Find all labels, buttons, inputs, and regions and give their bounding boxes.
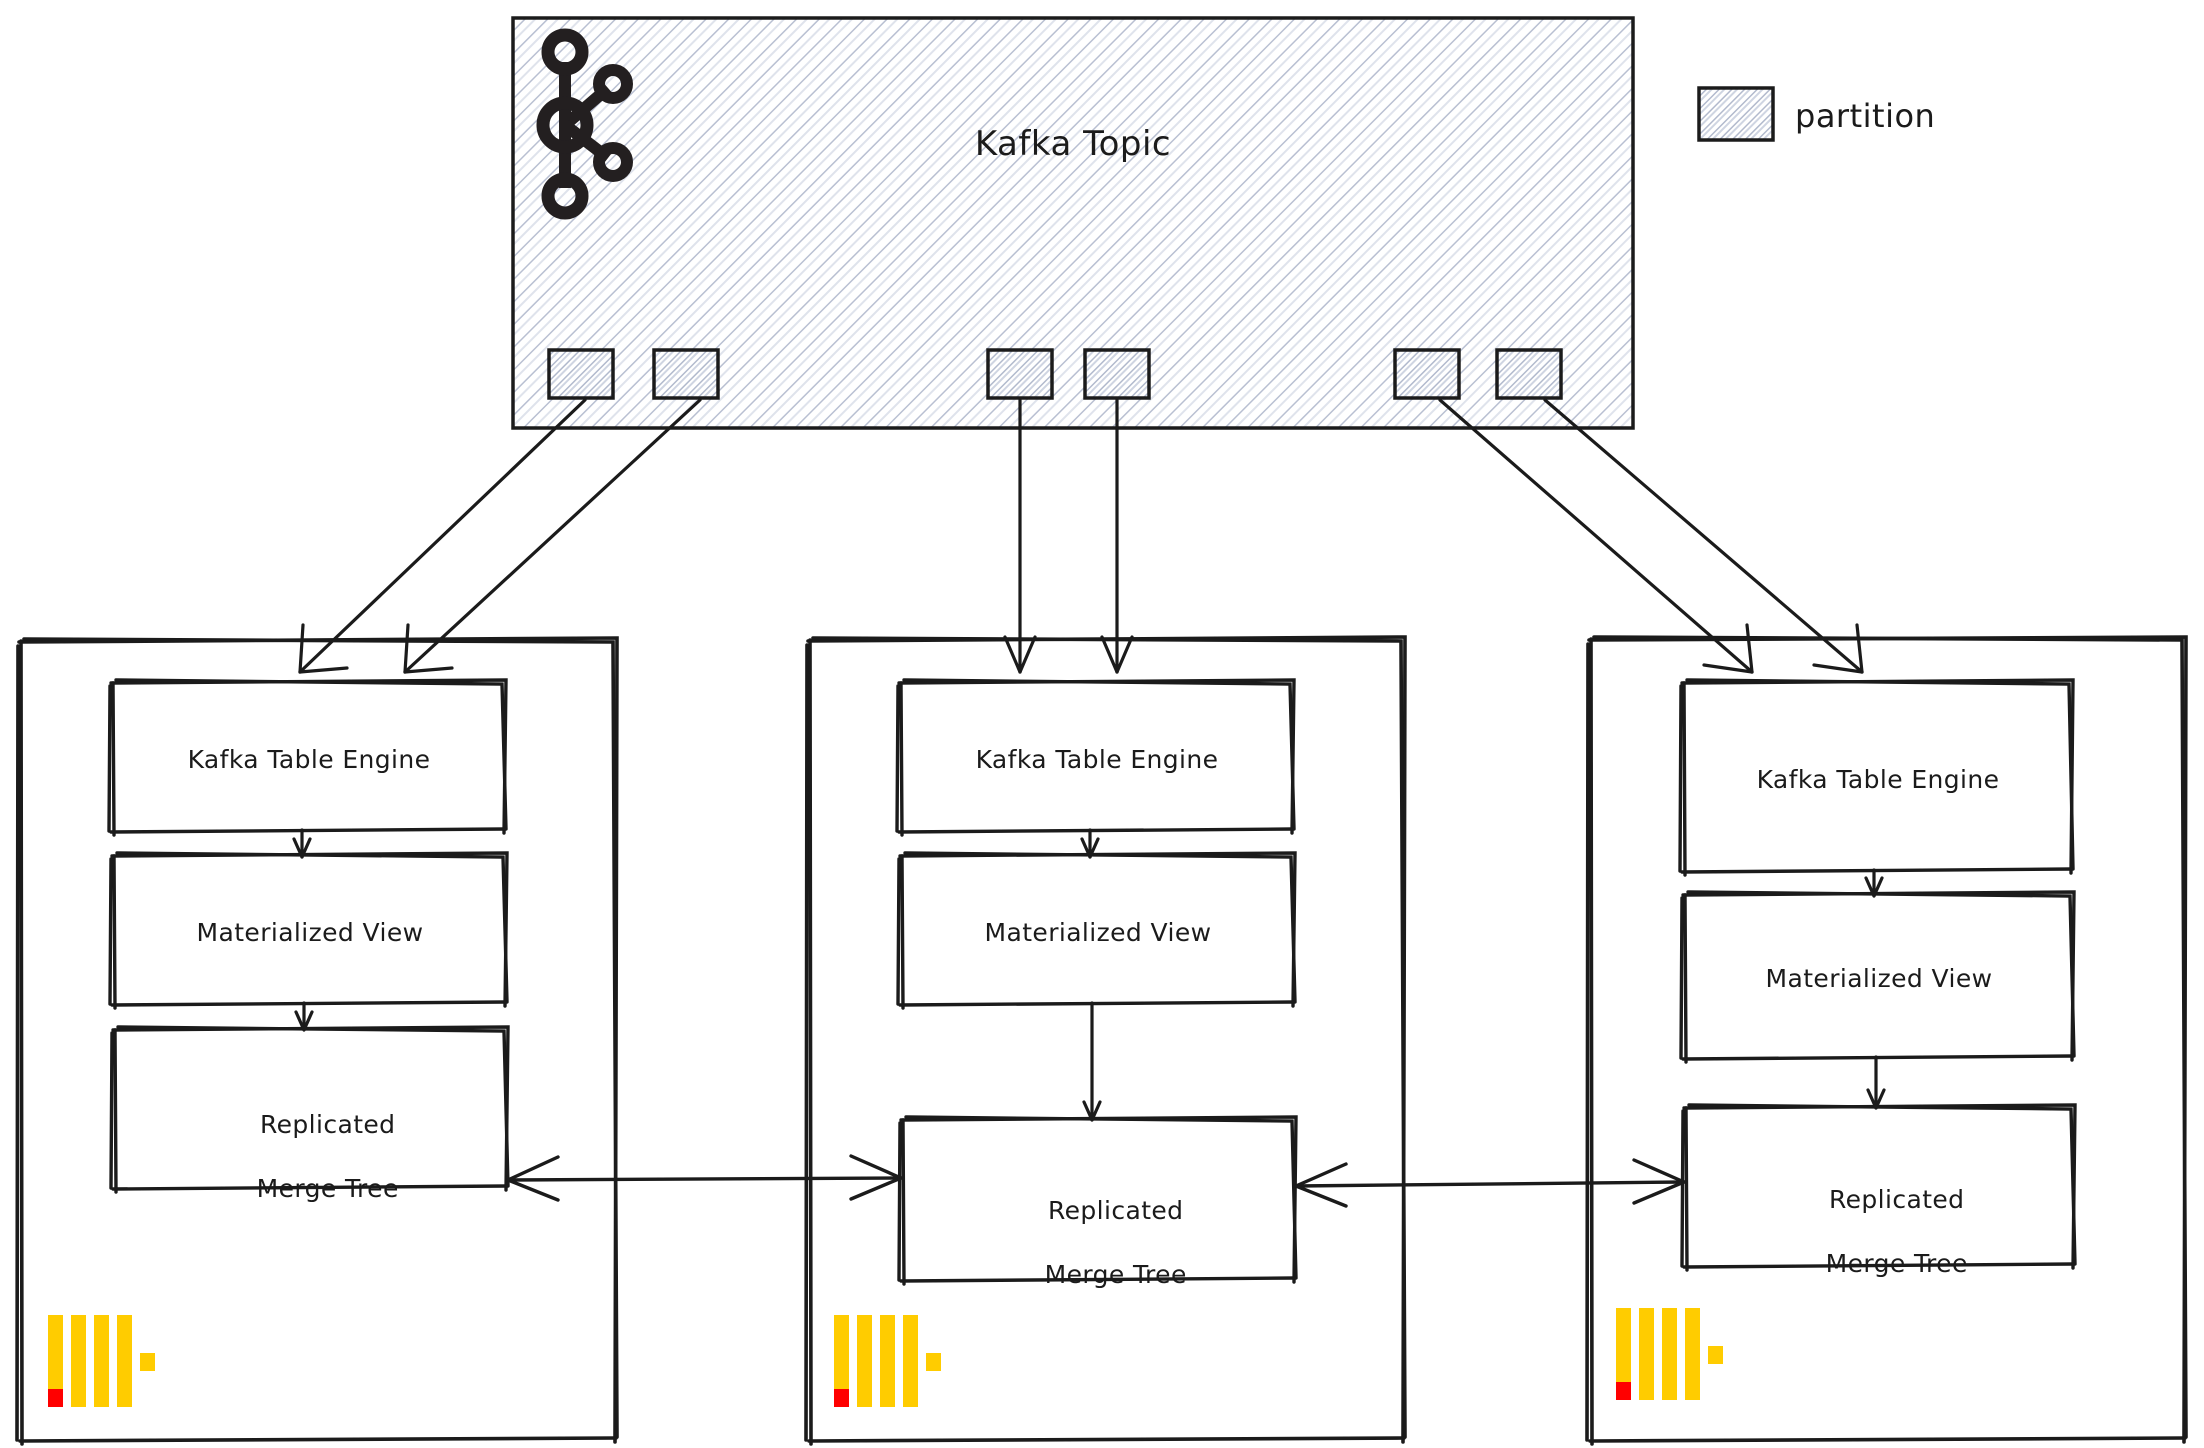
arrow-partition-to-node-1: [403, 398, 702, 674]
partition-box: [986, 348, 1054, 400]
arrow-partition-to-node-1: [298, 398, 587, 674]
partition-box: [1083, 348, 1151, 400]
logo-bar: [1639, 1308, 1654, 1400]
logo-bar: [71, 1315, 86, 1407]
arrow-partition-to-node-2: [1003, 398, 1037, 674]
internal-flow-arrows: [292, 828, 1886, 1122]
logo-bar: [117, 1315, 132, 1407]
arrow-replication-node2-node3: [1294, 1158, 1686, 1208]
arrow-kte-to-mv-node-2: [1080, 828, 1100, 859]
node-2-boxes: [895, 678, 1298, 1286]
partition-box: [547, 348, 615, 400]
logo-dot: [1708, 1346, 1723, 1364]
node-3-clickhouse-logo-icon: [1616, 1308, 1756, 1400]
logo-red-accent: [1616, 1382, 1631, 1400]
node-container-3: [1585, 635, 2188, 1446]
box-kafka-table-engine: [895, 678, 1296, 837]
logo-bar: [880, 1315, 895, 1407]
box-replicated-merge-tree: [109, 1025, 510, 1194]
partition-arrows: [298, 398, 1864, 674]
arrow-partition-to-node-3: [1438, 398, 1754, 674]
logo-red-accent: [48, 1389, 63, 1407]
arrow-partition-to-node-3: [1543, 398, 1864, 674]
logo-dot: [140, 1353, 155, 1371]
partition-box: [652, 348, 720, 400]
box-materialized-view: [896, 851, 1297, 1010]
box-replicated-merge-tree: [1680, 1103, 2077, 1272]
node-containers: [15, 635, 2188, 1446]
node-1-clickhouse-logo-icon: [48, 1315, 188, 1407]
node-3-boxes: [1678, 678, 2077, 1272]
node-container-2: [804, 635, 1407, 1446]
node-1-boxes: [107, 678, 510, 1194]
node-container-1: [15, 636, 619, 1446]
logo-bar: [48, 1315, 63, 1407]
partition-box: [1495, 348, 1563, 400]
partition-box: [1393, 348, 1461, 400]
replication-arrows: [506, 1154, 1686, 1208]
logo-bar: [857, 1315, 872, 1407]
logo-red-accent: [834, 1389, 849, 1407]
logo-bar: [1616, 1308, 1631, 1400]
logo-bar: [94, 1315, 109, 1407]
logo-bar: [1685, 1308, 1700, 1400]
box-materialized-view: [1679, 890, 2076, 1064]
arrow-kte-to-mv-node-3: [1864, 868, 1884, 898]
arrow-mv-to-rmt-node-2: [1082, 1001, 1102, 1122]
arrow-mv-to-rmt-node-3: [1866, 1055, 1886, 1110]
logo-dot: [926, 1353, 941, 1371]
logo-bar: [903, 1315, 918, 1407]
arrow-mv-to-rmt-node-1: [294, 1001, 314, 1032]
box-kafka-table-engine: [1678, 678, 2075, 877]
box-kafka-table-engine: [107, 678, 508, 837]
legend-swatch: [1697, 86, 1775, 142]
arrow-partition-to-node-2: [1100, 398, 1134, 674]
logo-bar: [1662, 1308, 1677, 1400]
partition-boxes: [547, 348, 1563, 400]
logo-bar: [834, 1315, 849, 1407]
kafka-logo-icon: [536, 28, 633, 220]
box-replicated-merge-tree: [897, 1115, 1298, 1286]
box-materialized-view: [108, 851, 509, 1010]
arrow-kte-to-mv-node-1: [292, 828, 312, 859]
node-2-clickhouse-logo-icon: [834, 1315, 974, 1407]
arrow-replication-node1-node2: [506, 1154, 903, 1202]
